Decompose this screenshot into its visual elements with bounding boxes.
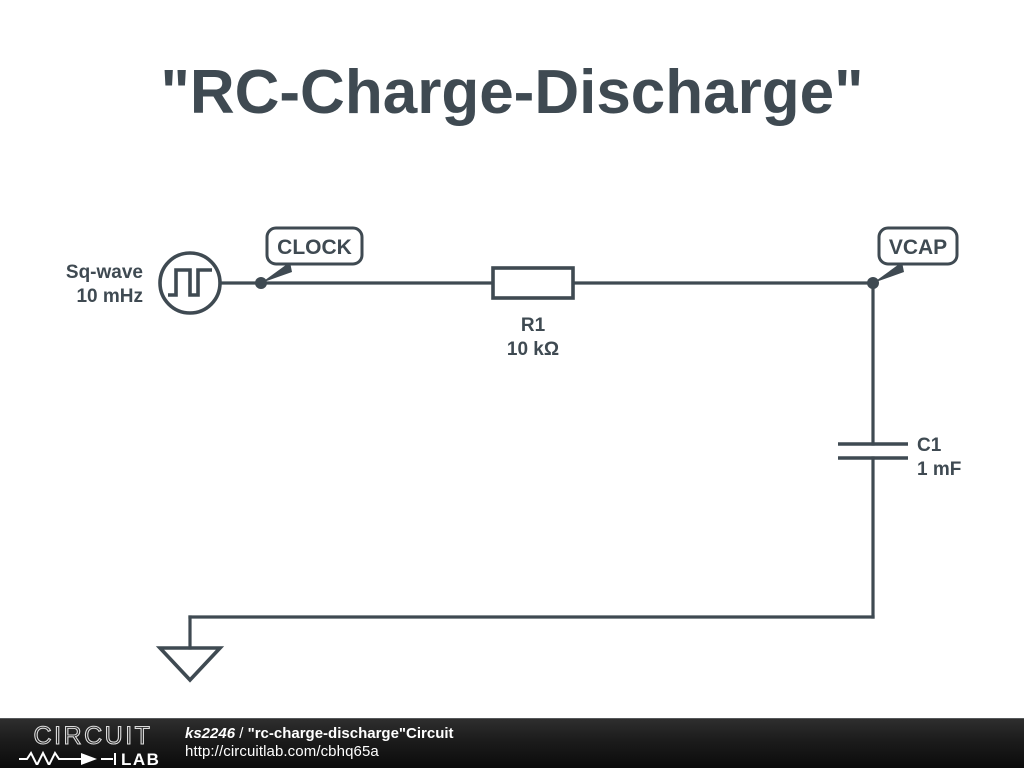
resistor-r1[interactable]: R1 10 kΩ bbox=[491, 266, 575, 360]
circuitlab-logo[interactable]: CIRCUIT LAB bbox=[0, 719, 185, 769]
capacitor-name-label: C1 bbox=[917, 435, 942, 456]
square-wave-glyph-icon bbox=[168, 268, 212, 297]
resistor-box-icon bbox=[491, 266, 575, 300]
capacitor-c1[interactable]: C1 1 mF bbox=[838, 435, 961, 480]
footer-bar: CIRCUIT LAB ks2246 / "rc-charge-discharg… bbox=[0, 718, 1024, 768]
diode-arrow-icon bbox=[80, 752, 97, 765]
logo-word-lab: LAB bbox=[121, 750, 160, 765]
capacitor-value-label: 1 mF bbox=[917, 459, 961, 480]
ground-symbol[interactable] bbox=[155, 646, 225, 683]
vcap-label-text: VCAP bbox=[889, 236, 947, 259]
ground-triangle-icon bbox=[155, 646, 225, 683]
footer-credit: ks2246 / "rc-charge-discharge"Circuit ht… bbox=[185, 725, 1024, 763]
node-label-vcap[interactable]: VCAP bbox=[867, 226, 959, 289]
clock-flag-box bbox=[265, 226, 364, 266]
footer-circuit-name: "rc-charge-discharge"Circuit bbox=[247, 724, 454, 742]
source-label-line1: Sq-wave bbox=[66, 262, 143, 283]
footer-separator: / bbox=[235, 724, 248, 742]
resistor-name-label: R1 bbox=[521, 315, 546, 336]
vcap-node-dot bbox=[867, 277, 879, 289]
clock-node-dot bbox=[255, 277, 267, 289]
vcap-flag-pointer-icon bbox=[873, 262, 904, 283]
logo-word-circuit: CIRCUIT bbox=[33, 723, 152, 750]
wire-network bbox=[188, 281, 875, 650]
source-square-wave[interactable]: Sq-wave 10 mHz bbox=[66, 251, 222, 315]
resistor-value-label: 10 kΩ bbox=[507, 339, 559, 360]
vcap-flag-box bbox=[877, 226, 959, 266]
footer-url[interactable]: http://circuitlab.com/cbhq65a bbox=[185, 743, 379, 760]
footer-author: ks2246 bbox=[185, 724, 236, 742]
resistor-diode-icon bbox=[18, 750, 116, 765]
source-label-line2: 10 mHz bbox=[76, 286, 143, 307]
clock-flag-pointer-icon bbox=[261, 262, 292, 283]
page-title: "RC-Charge-Discharge" bbox=[160, 58, 863, 127]
footer-credit-line: ks2246 / "rc-charge-discharge"Circuit bbox=[185, 725, 1024, 743]
clock-label-text: CLOCK bbox=[277, 236, 352, 259]
node-label-clock[interactable]: CLOCK bbox=[255, 226, 364, 289]
circuitlab-logo-icon: CIRCUIT LAB bbox=[18, 723, 160, 765]
